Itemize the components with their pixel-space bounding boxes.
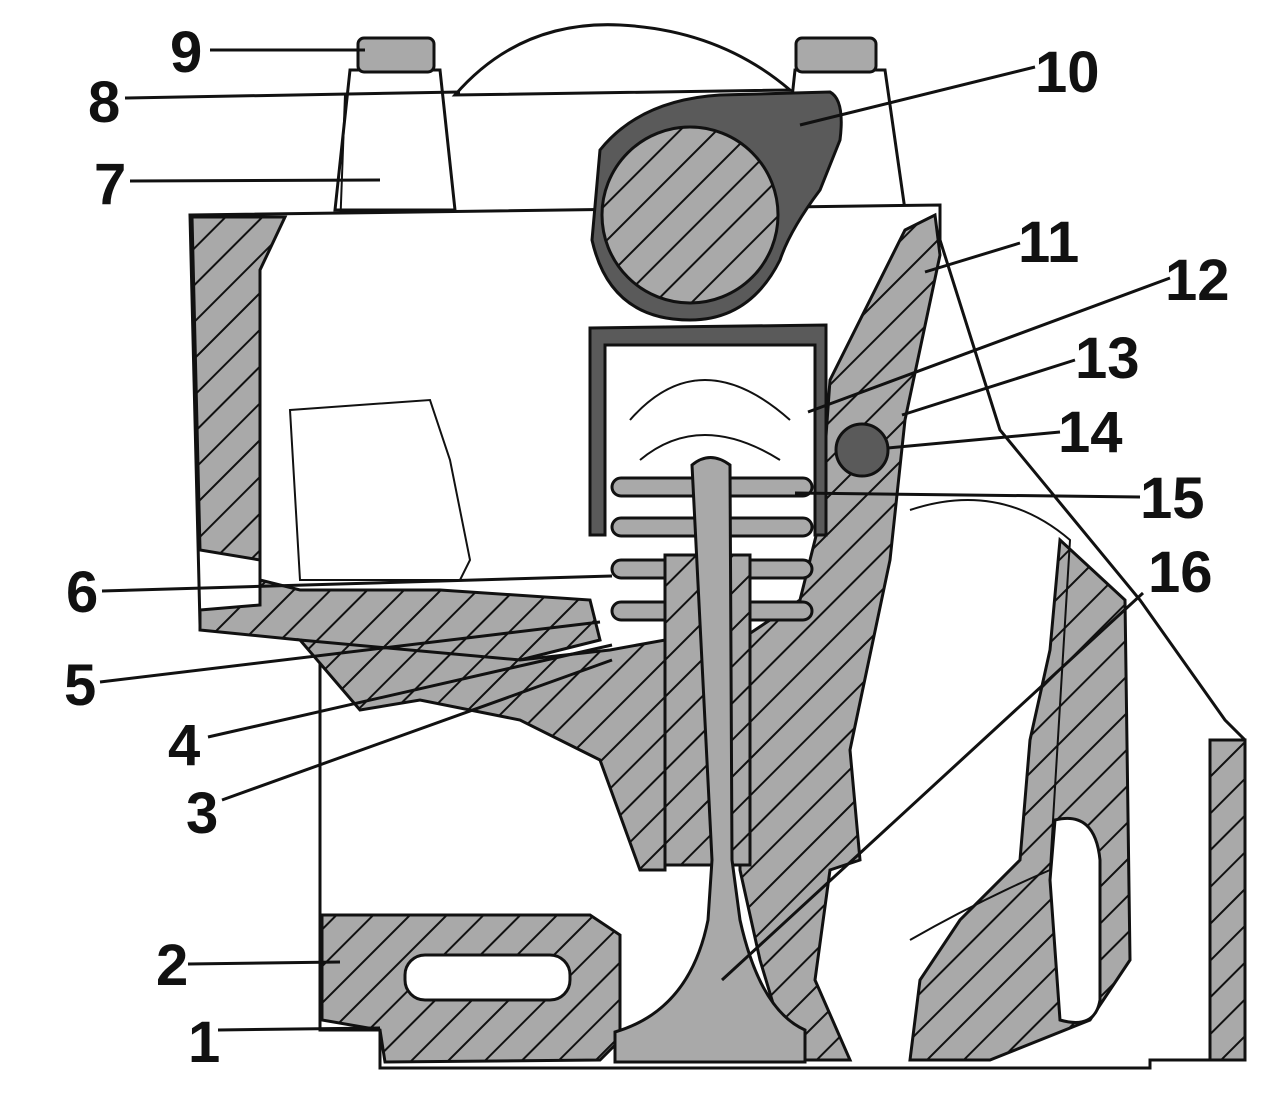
leader-14 xyxy=(887,430,1061,450)
callout-numbers: 1 2 3 4 5 6 7 8 9 10 11 12 13 14 15 16 xyxy=(64,20,1230,1075)
piston-bore-outline xyxy=(909,499,1072,941)
oil-gallery-plug xyxy=(834,422,890,478)
callout-5: 5 xyxy=(64,653,96,718)
leader-6 xyxy=(101,574,613,593)
hydraulic-tappet-bucket xyxy=(588,323,828,537)
callout-6: 6 xyxy=(66,560,98,625)
callout-7: 7 xyxy=(94,152,126,217)
valve-train xyxy=(588,323,828,1064)
camshaft-journal xyxy=(600,125,780,305)
leader-16 xyxy=(720,591,1145,982)
callout-1: 1 xyxy=(188,1010,220,1075)
callout-9: 9 xyxy=(170,20,202,85)
callout-14: 14 xyxy=(1058,400,1123,465)
callout-8: 8 xyxy=(88,70,120,135)
coolant-passage-lower xyxy=(403,953,572,1002)
leader-11 xyxy=(924,241,1021,274)
intake-valve xyxy=(613,456,807,1064)
valve-spring xyxy=(610,476,814,622)
callout-10: 10 xyxy=(1035,40,1100,105)
leader-13 xyxy=(901,358,1076,417)
callout-12: 12 xyxy=(1165,248,1230,313)
leader-15 xyxy=(794,491,1141,499)
callout-15: 15 xyxy=(1140,466,1205,531)
coolant-passage-right xyxy=(1048,816,1102,1024)
leader-1 xyxy=(217,1026,381,1032)
callout-16: 16 xyxy=(1148,540,1213,605)
leader-4 xyxy=(207,643,613,739)
leader-10 xyxy=(799,65,1036,127)
tappet-internals xyxy=(629,379,791,461)
leader-2 xyxy=(187,960,341,966)
intake-port-outline xyxy=(288,398,472,581)
callout-4: 4 xyxy=(168,713,200,778)
cover-area xyxy=(333,23,907,366)
leader-7 xyxy=(129,178,381,183)
callout-13: 13 xyxy=(1075,326,1140,391)
leader-5 xyxy=(99,620,601,684)
leader-8 xyxy=(124,90,461,100)
camshaft-housing-dome xyxy=(451,23,794,97)
right-edge-section xyxy=(1208,738,1247,1062)
callout-3: 3 xyxy=(186,781,218,846)
callout-2: 2 xyxy=(156,933,188,998)
leader-3 xyxy=(221,658,613,802)
bolt-head-left xyxy=(356,36,436,74)
callout-11: 11 xyxy=(1018,210,1079,275)
bolt-head-right xyxy=(794,36,878,74)
leader-lines xyxy=(99,48,1171,1032)
leader-12 xyxy=(807,276,1171,414)
